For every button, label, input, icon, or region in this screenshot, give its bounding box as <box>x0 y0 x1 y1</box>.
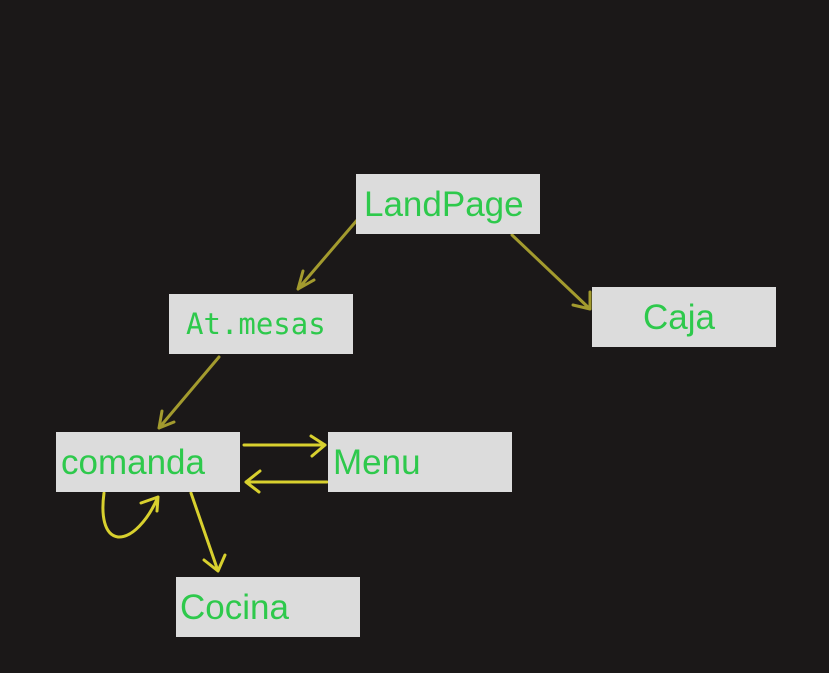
edge-landpage-to-caja <box>510 233 592 311</box>
node-caja-label: Caja <box>643 297 715 337</box>
node-menu-label: Menu <box>333 442 421 482</box>
edge-at-mesas-to-comanda <box>157 355 221 430</box>
edge-comanda-self-loop <box>101 491 160 539</box>
node-at-mesas-label: At.mesas <box>186 306 326 341</box>
node-landpage-label: LandPage <box>364 184 524 224</box>
node-caja[interactable]: Caja <box>592 287 776 347</box>
edge-landpage-to-at-mesas <box>296 217 360 291</box>
edge-comanda-to-menu <box>242 434 327 458</box>
node-comanda-label: comanda <box>61 442 205 482</box>
node-cocina[interactable]: Cocina <box>176 577 360 637</box>
edge-menu-to-comanda <box>244 469 329 494</box>
node-cocina-label: Cocina <box>180 587 289 627</box>
edge-comanda-to-cocina <box>189 491 227 573</box>
node-landpage[interactable]: LandPage <box>356 174 540 234</box>
node-at-mesas[interactable]: At.mesas <box>169 294 353 354</box>
node-menu[interactable]: Menu <box>328 432 512 492</box>
node-comanda[interactable]: comanda <box>56 432 240 492</box>
